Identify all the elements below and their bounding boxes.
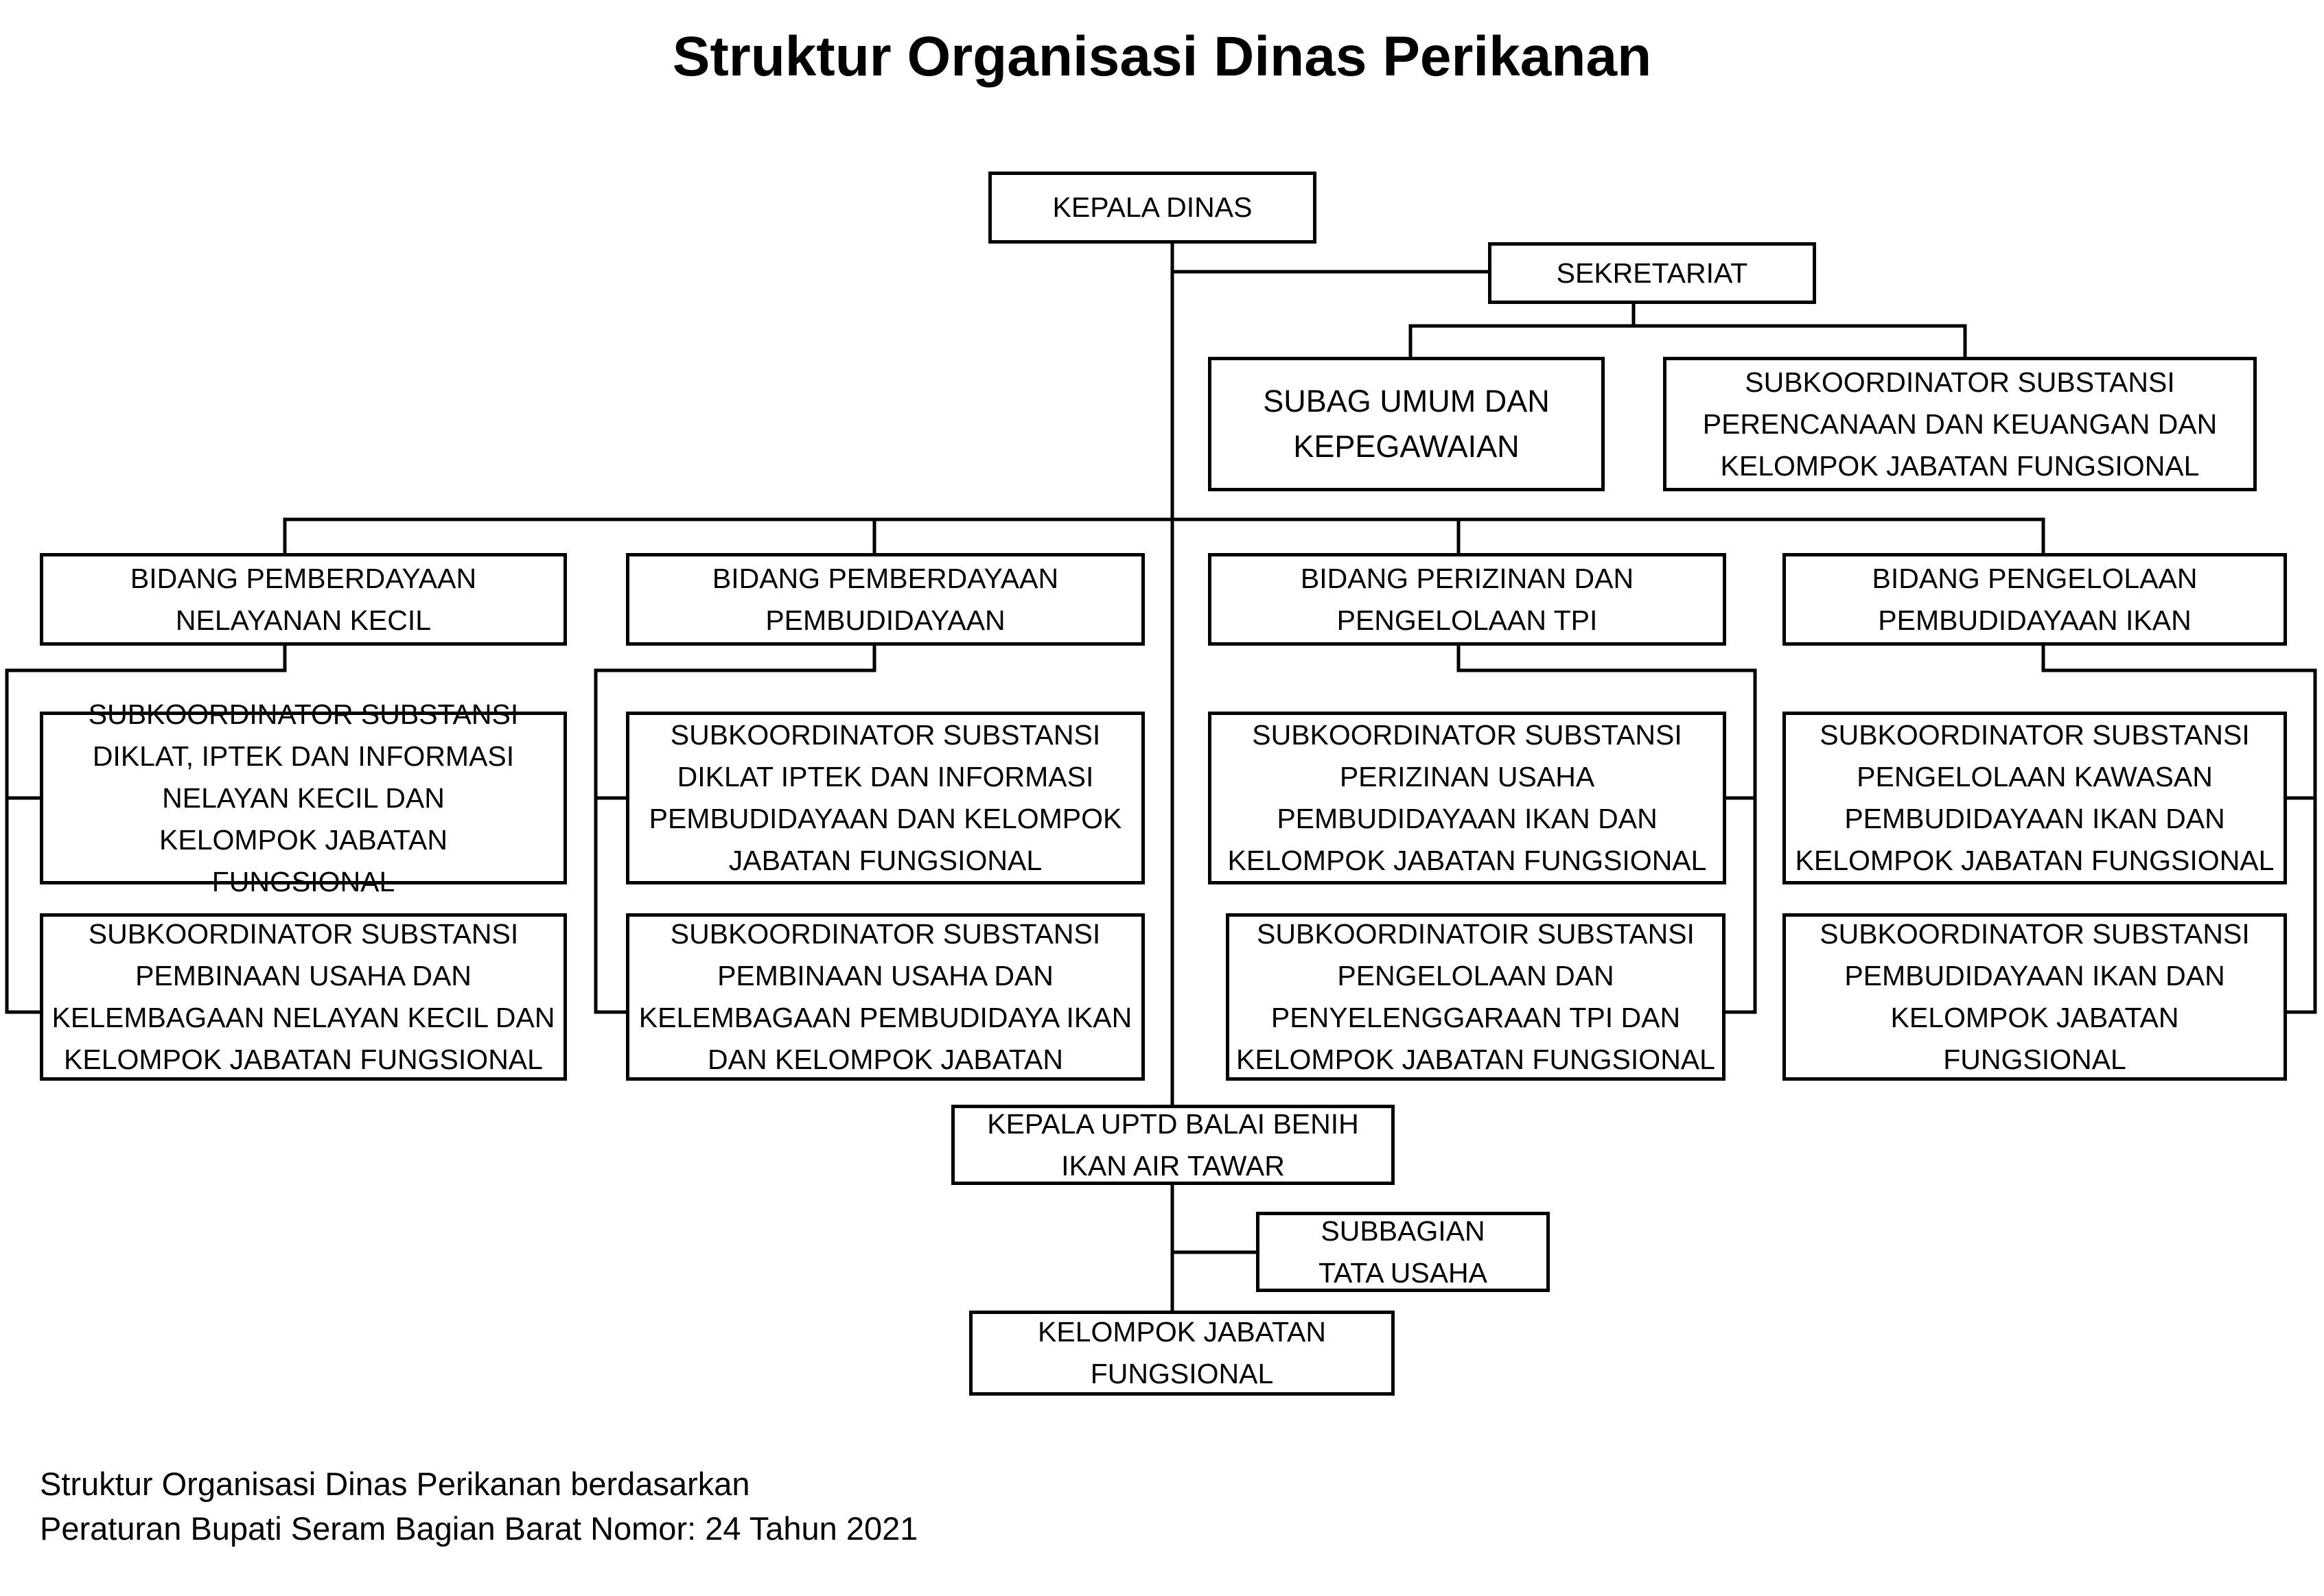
subbagian-tata-usaha-label: SUBBAGIAN TATA USAHA bbox=[1318, 1214, 1488, 1289]
sub-pengelolaan-2-label: SUBKOORDINATOR SUBSTANSI PEMBUDIDAYAAN I… bbox=[1820, 918, 2250, 1075]
bidang-nelayan-box: BIDANG PEMBERDAYAAN NELAYANAN KECIL bbox=[40, 553, 567, 646]
bidang-perizinan-box: BIDANG PERIZINAN DAN PENGELOLAAN TPI bbox=[1208, 553, 1726, 646]
uptd-connector bbox=[1170, 1183, 1258, 1313]
sub-budidaya-2-label: SUBKOORDINATOR SUBSTANSI PEMBINAAN USAHA… bbox=[638, 918, 1132, 1075]
sub-nelayan-2-box: SUBKOORDINATOR SUBSTANSI PEMBINAAN USAHA… bbox=[40, 913, 567, 1081]
kepala-dinas-label: KEPALA DINAS bbox=[1052, 191, 1253, 223]
sub-perencanaan-box: SUBKOORDINATOR SUBSTANSI PERENCANAAN DAN… bbox=[1663, 357, 2257, 491]
chart-title: Struktur Organisasi Dinas Perikanan bbox=[672, 25, 1652, 88]
sub-pengelolaan-1-box: SUBKOORDINATOR SUBSTANSI PENGELOLAAN KAW… bbox=[1782, 712, 2287, 884]
subag-umum-box: SUBAG UMUM DAN KEPEGAWAIAN bbox=[1208, 357, 1605, 491]
bidang-pengelolaan-box: BIDANG PENGELOLAAN PEMBUDIDAYAAN IKAN bbox=[1782, 553, 2287, 646]
sub-budidaya-1-box: SUBKOORDINATOR SUBSTANSI DIKLAT IPTEK DA… bbox=[626, 712, 1145, 884]
sekretariat-box: SEKRETARIAT bbox=[1488, 242, 1816, 304]
kepala-uptd-box: KEPALA UPTD BALAI BENIH IKAN AIR TAWAR bbox=[951, 1105, 1395, 1185]
footnote: Struktur Organisasi Dinas Perikanan berd… bbox=[40, 1462, 918, 1551]
sub-pengelolaan-2-box: SUBKOORDINATOR SUBSTANSI PEMBUDIDAYAAN I… bbox=[1782, 913, 2287, 1081]
bidang-pengelolaan-connector bbox=[2041, 644, 2317, 1014]
bidang-pengelolaan-label: BIDANG PENGELOLAAN PEMBUDIDAYAAN IKAN bbox=[1872, 562, 2198, 636]
kelompok-jabatan-label: KELOMPOK JABATAN FUNGSIONAL bbox=[1038, 1316, 1326, 1389]
kelompok-jabatan-box: KELOMPOK JABATAN FUNGSIONAL bbox=[969, 1311, 1395, 1396]
bidang-perizinan-label: BIDANG PERIZINAN DAN PENGELOLAAN TPI bbox=[1300, 562, 1634, 636]
sub-budidaya-2-box: SUBKOORDINATOR SUBSTANSI PEMBINAAN USAHA… bbox=[626, 913, 1145, 1081]
bidang-bus-line bbox=[283, 517, 2045, 555]
bidang-pembudidayaan-connector bbox=[594, 644, 876, 1014]
footnote-line-1: Struktur Organisasi Dinas Perikanan berd… bbox=[40, 1466, 750, 1502]
sub-budidaya-1-label: SUBKOORDINATOR SUBSTANSI DIKLAT IPTEK DA… bbox=[649, 719, 1122, 876]
kepala-uptd-label: KEPALA UPTD BALAI BENIH IKAN AIR TAWAR bbox=[987, 1107, 1359, 1182]
sub-perizinan-1-label: SUBKOORDINATOR SUBSTANSI PERIZINAN USAHA… bbox=[1227, 719, 1707, 876]
sub-nelayan-1-label: SUBKOORDINATOR SUBSTANSI DIKLAT, IPTEK D… bbox=[88, 698, 519, 897]
bidang-perizinan-connector bbox=[1456, 644, 1757, 1014]
subbagian-tata-usaha-box: SUBBAGIAN TATA USAHA bbox=[1256, 1212, 1550, 1292]
sekretariat-label: SEKRETARIAT bbox=[1556, 257, 1748, 289]
sekretariat-children-connector bbox=[1408, 302, 1967, 359]
kepala-dinas-box: KEPALA DINAS bbox=[988, 172, 1316, 244]
sub-perizinan-1-box: SUBKOORDINATOR SUBSTANSI PERIZINAN USAHA… bbox=[1208, 712, 1726, 884]
bidang-pembudidayaan-box: BIDANG PEMBERDAYAAN PEMBUDIDAYAAN bbox=[626, 553, 1145, 646]
sub-perizinan-2-box: SUBKOORDINATOIR SUBSTANSI PENGELOLAAN DA… bbox=[1226, 913, 1725, 1081]
bidang-pembudidayaan-label: BIDANG PEMBERDAYAAN PEMBUDIDAYAAN bbox=[712, 562, 1059, 636]
subag-umum-label: SUBAG UMUM DAN KEPEGAWAIAN bbox=[1263, 384, 1550, 464]
bidang-nelayan-connector bbox=[5, 644, 287, 1014]
sub-nelayan-2-label: SUBKOORDINATOR SUBSTANSI PEMBINAAN USAHA… bbox=[51, 918, 555, 1075]
bidang-nelayan-label: BIDANG PEMBERDAYAAN NELAYANAN KECIL bbox=[130, 562, 477, 636]
sub-perencanaan-label: SUBKOORDINATOR SUBSTANSI PERENCANAAN DAN… bbox=[1702, 366, 2218, 482]
sub-nelayan-1-box: SUBKOORDINATOR SUBSTANSI DIKLAT, IPTEK D… bbox=[40, 699, 567, 897]
sub-pengelolaan-1-label: SUBKOORDINATOR SUBSTANSI PENGELOLAAN KAW… bbox=[1795, 719, 2275, 876]
sub-perizinan-2-label: SUBKOORDINATOIR SUBSTANSI PENGELOLAAN DA… bbox=[1236, 918, 1715, 1075]
footnote-line-2: Peraturan Bupati Seram Bagian Barat Nomo… bbox=[40, 1510, 918, 1547]
